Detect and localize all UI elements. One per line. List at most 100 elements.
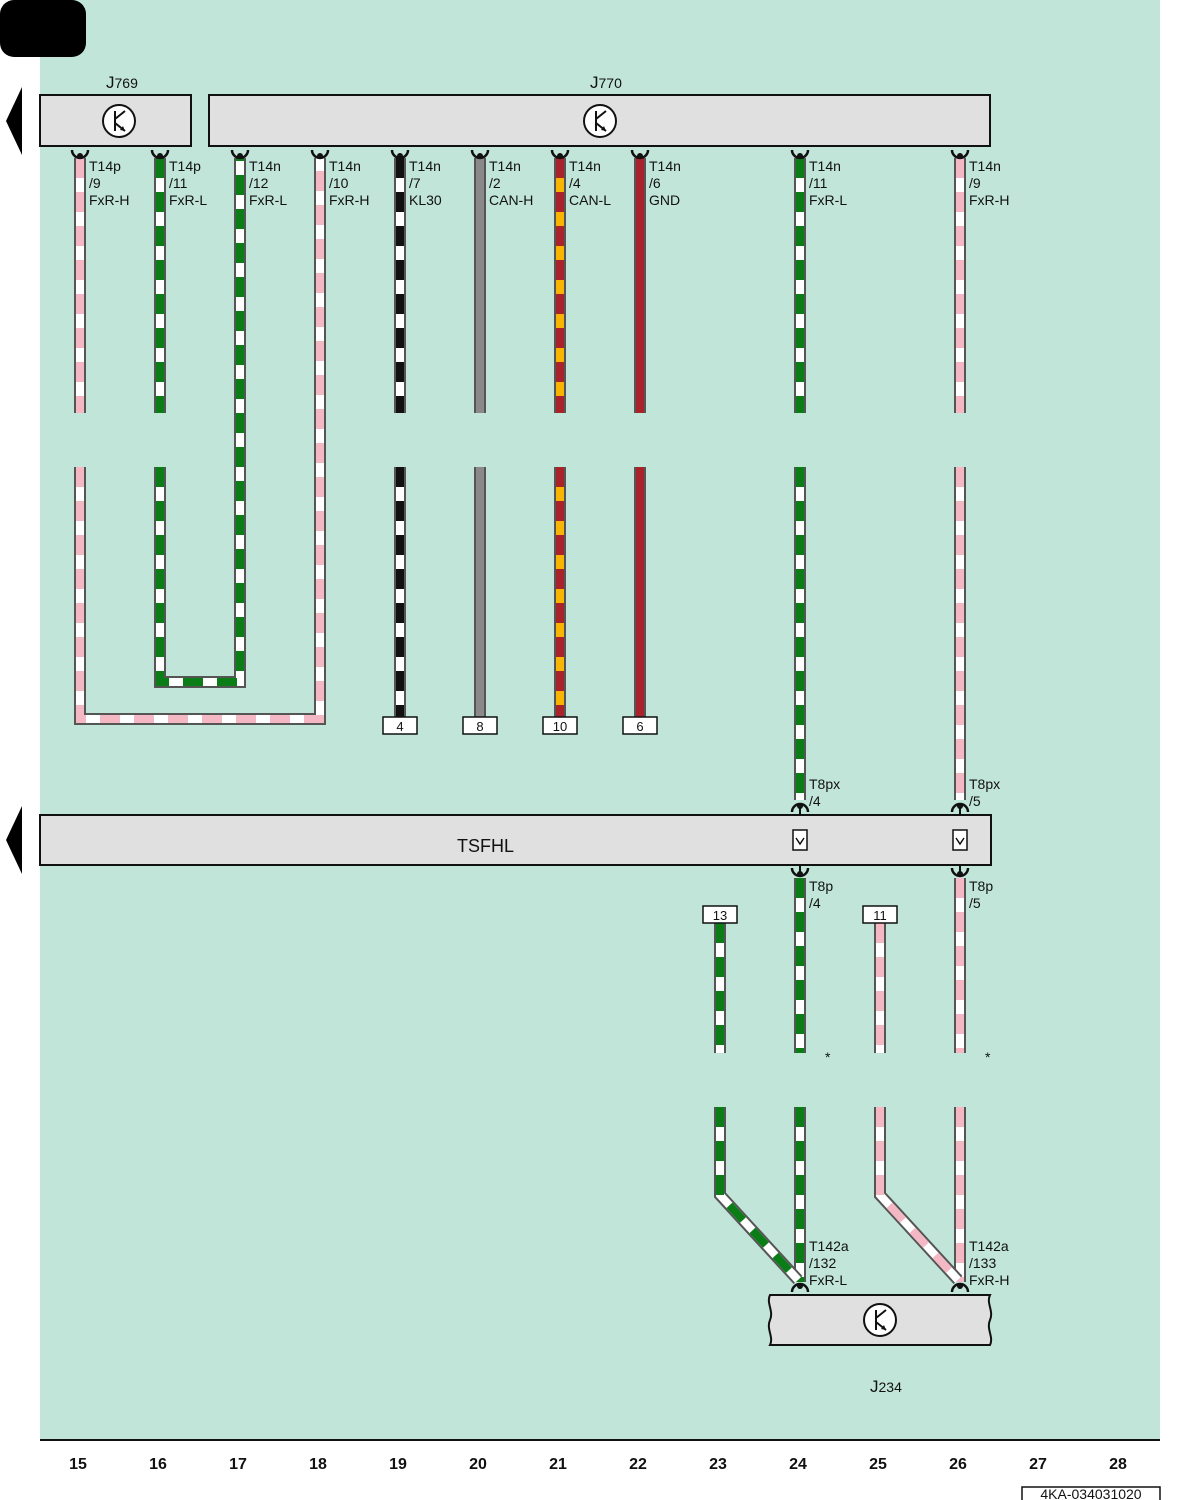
tsfhl-box[interactable] [39,814,992,866]
control-unit-icon [863,1303,897,1337]
pin-connector-icon [150,149,170,160]
svg-text:T8px: T8px [969,776,1000,792]
column-number: 19 [389,1456,407,1473]
svg-text:CAN-L: CAN-L [569,192,611,208]
j769-label: J769 [106,73,138,92]
pin-connector-icon [230,149,250,160]
pin-label-col-19: T14n /7 KL30 [409,158,442,208]
svg-text:13: 13 [713,908,727,923]
pin-connector-icon [390,149,410,160]
svg-text:/4: /4 [809,895,821,911]
svg-text:/2: /2 [489,175,501,191]
svg-text:/132: /132 [809,1255,836,1271]
pin-symbols-layer [70,149,970,1293]
terminal-box[interactable]: 10 [542,716,578,735]
column-number: 25 [869,1456,887,1473]
svg-text:T14p: T14p [169,158,201,174]
wire-stripe [156,158,244,686]
svg-text:/7: /7 [409,175,421,191]
column-number: 21 [549,1456,567,1473]
pin-label-col-20: T14n /2 CAN-H [489,158,533,208]
terminal-box[interactable]: 4 [382,716,418,735]
svg-text:GND: GND [649,192,680,208]
pin-label-col-15: T14p /9 FxR-H [89,158,129,208]
svg-text:T14n: T14n [249,158,281,174]
svg-text:4KA-034031020: 4KA-034031020 [1040,1486,1141,1500]
svg-text:T14n: T14n [409,158,441,174]
svg-text:T14n: T14n [649,158,681,174]
left-arrow-icon[interactable] [6,806,22,874]
pin-connector-icon [70,149,90,160]
svg-text:/12: /12 [249,175,269,191]
svg-text:/5: /5 [969,793,981,809]
pin-connector-icon [950,1282,970,1293]
svg-text:/4: /4 [809,793,821,809]
pin-label-col-17: T14n /12 FxR-L [249,158,287,208]
reference-box[interactable]: 13 [702,905,738,924]
pin-label-col-26: T14n /9 FxR-H [969,158,1009,208]
reference-box[interactable]: 11 [862,905,898,924]
page-tab [0,0,86,57]
column-number: 23 [709,1456,727,1473]
wire-diagonal [874,1107,963,1285]
column-number: 15 [69,1456,87,1473]
column-number: 26 [949,1456,967,1473]
svg-text:T8p: T8p [809,878,833,894]
tsfhl-bottom-pin-label: T8p /4 [809,878,833,911]
wire-base [76,158,324,723]
j234-pin-label: T142a /132 FxR-L [809,1238,849,1288]
pin-label-col-21: T14n /4 CAN-L [569,158,611,208]
pin-label-col-16: T14p /11 FxR-L [169,158,207,208]
svg-text:11: 11 [873,908,887,923]
svg-text:FxR-L: FxR-L [169,192,207,208]
svg-text:/11: /11 [809,175,828,191]
wire-stripe [876,1107,961,1283]
j770-label: J770 [590,73,622,92]
wires-layer [74,158,966,1285]
terminal-box[interactable]: 8 [462,716,498,735]
pin-connector-icon [630,149,650,160]
tsfhl-label: TSFHL [457,836,514,856]
svg-text:T14n: T14n [569,158,601,174]
svg-text:/5: /5 [969,895,981,911]
svg-text:FxR-H: FxR-H [969,192,1009,208]
svg-text:T14n: T14n [329,158,361,174]
control-unit-icon [583,104,617,138]
plug-connector-icon [792,829,808,851]
wire-loop [74,158,326,725]
j234-pin-label: T142a /133 FxR-H [969,1238,1009,1288]
control-unit-icon [102,104,136,138]
svg-text:T142a: T142a [969,1238,1009,1254]
column-number: 18 [309,1456,327,1473]
svg-text:T8p: T8p [969,878,993,894]
svg-text:FxR-H: FxR-H [969,1272,1009,1288]
asterisk-note: * [825,1049,831,1065]
svg-text:T14n: T14n [809,158,841,174]
pin-connector-icon [950,802,970,813]
column-number: 16 [149,1456,167,1473]
svg-text:/133: /133 [969,1255,996,1271]
pin-connector-icon [950,867,970,878]
svg-text:FxR-H: FxR-H [89,192,129,208]
terminal-box[interactable]: 6 [622,716,658,735]
pin-connector-icon [790,802,810,813]
left-arrow-icon[interactable] [6,87,22,155]
svg-text:FxR-L: FxR-L [249,192,287,208]
wire-loop [154,158,246,688]
pin-connector-icon [790,867,810,878]
svg-text:10: 10 [553,719,567,734]
pin-connector-icon [470,149,490,160]
svg-text:/9: /9 [89,175,101,191]
pin-label-col-24: T14n /11 FxR-L [809,158,847,208]
pin-connector-icon [550,149,570,160]
asterisk-note: * [985,1049,991,1065]
document-number: 4KA-034031020 [1021,1486,1161,1500]
plug-connector-icon [952,829,968,851]
svg-text:T14n: T14n [489,158,521,174]
svg-text:FxR-L: FxR-L [809,192,847,208]
pin-label-col-22: T14n /6 GND [649,158,681,208]
column-number: 27 [1029,1456,1047,1473]
column-number: 28 [1109,1456,1127,1473]
svg-text:CAN-H: CAN-H [489,192,533,208]
